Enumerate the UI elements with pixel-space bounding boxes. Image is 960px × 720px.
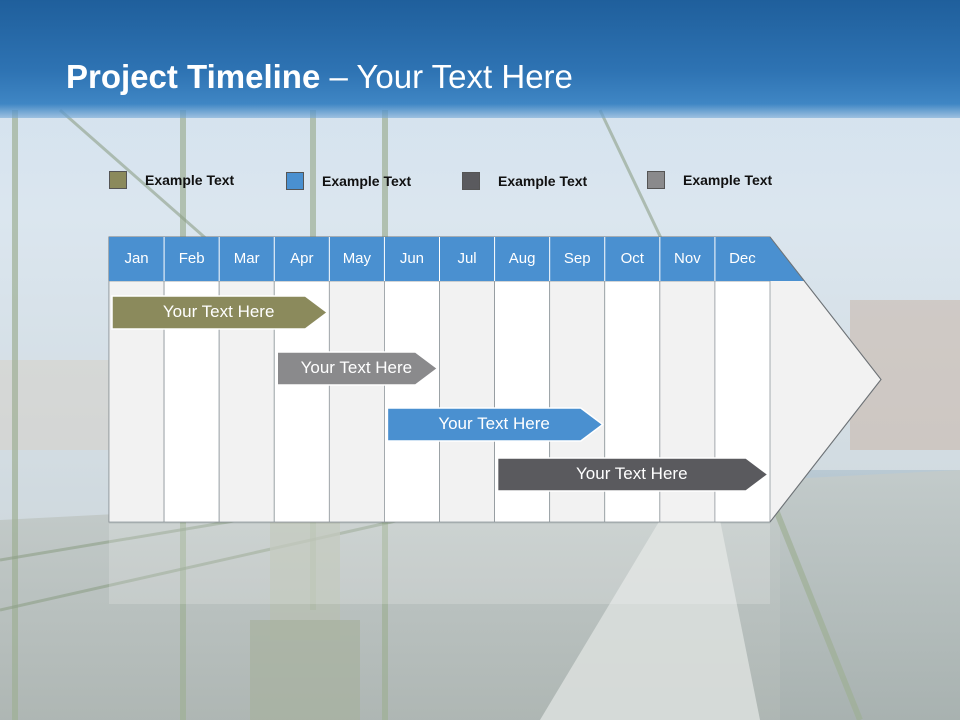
month-label-jan: Jan <box>124 250 149 267</box>
task-label-3: Your Text Here <box>438 414 550 433</box>
task-bar-4 <box>496 457 770 492</box>
month-column-jul <box>439 280 495 523</box>
legend-label-2: Example Text <box>322 173 412 189</box>
month-label-mar: Mar <box>233 250 260 267</box>
task-label-2: Your Text Here <box>300 358 413 377</box>
task-bar-2 <box>276 351 439 386</box>
month-label-sep: Sep <box>563 250 591 267</box>
month-label-oct: Oct <box>620 250 644 267</box>
timeline-reflection <box>109 524 770 604</box>
task-label-1: Your Text Here <box>162 302 275 321</box>
month-label-aug: Aug <box>508 250 536 267</box>
task-bar-3 <box>386 407 604 442</box>
legend-label-1: Example Text <box>145 172 235 188</box>
arrow-outline <box>769 236 882 523</box>
task-bar-1 <box>111 295 329 330</box>
month-label-jul: Jul <box>457 250 477 267</box>
month-label-nov: Nov <box>674 250 701 267</box>
month-label-apr: Apr <box>290 250 314 267</box>
legend-swatch-3 <box>462 172 480 190</box>
month-label-may: May <box>342 250 372 267</box>
slide-title: Project Timeline – Your Text Here <box>66 58 573 96</box>
month-label-feb: Feb <box>178 250 205 267</box>
legend-label-4: Example Text <box>683 172 773 188</box>
month-label-dec: Dec <box>729 250 756 267</box>
title-rest: – Your Text Here <box>320 58 573 95</box>
legend-label-3: Example Text <box>498 173 588 189</box>
month-column-jun <box>384 280 440 523</box>
legend-swatch-4 <box>647 171 665 189</box>
legend-swatch-1 <box>109 171 127 189</box>
month-column-may <box>328 280 385 523</box>
legend-swatch-2 <box>286 172 304 190</box>
title-bold: Project Timeline <box>66 58 321 95</box>
task-label-4: Your Text Here <box>576 464 688 483</box>
month-label-jun: Jun <box>399 250 425 267</box>
title-bar <box>0 0 960 118</box>
